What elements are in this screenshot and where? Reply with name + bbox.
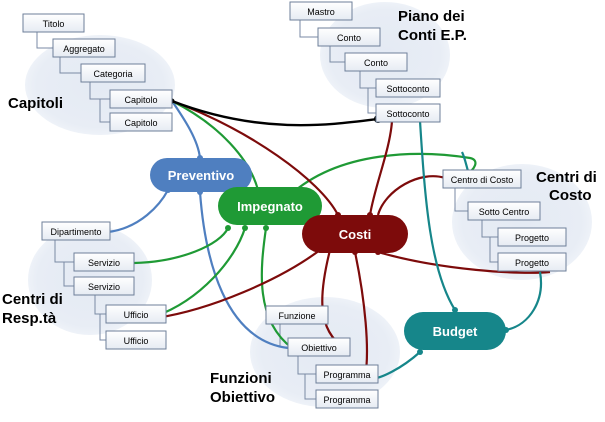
link-ufficio-costi [155,249,321,320]
centri-resp-boxes: Dipartimento Servizio Servizio Ufficio U… [41,221,167,350]
svg-text:Dipartimento: Dipartimento [50,227,101,237]
box-categoria[interactable]: Categoria [80,63,146,83]
svg-text:Ufficio: Ufficio [124,310,149,320]
title-centri-resp-1: Centri di [2,291,63,308]
title-funzioni-1: Funzioni [210,370,272,387]
svg-text:Servizio: Servizio [88,282,120,292]
box-sottoconto-2[interactable]: Sottoconto [375,103,441,123]
cloud-centri-costo [452,164,592,280]
box-servizio-2[interactable]: Servizio [73,276,135,296]
box-ufficio-1[interactable]: Ufficio [105,304,167,324]
hub-preventivo-label: Preventivo [168,168,235,183]
svg-text:Conto: Conto [337,33,361,43]
link-sottoconto-budget [418,120,456,311]
svg-text:Titolo: Titolo [43,19,65,29]
tree-connectors [36,20,498,400]
box-capitolo-1[interactable]: Capitolo [109,89,173,109]
hub-impegnato-label: Impegnato [237,199,303,214]
funzioni-boxes: Funzione Obiettivo Programma Programma [265,305,379,409]
title-funzioni-2: Obiettivo [210,389,275,406]
svg-text:Sottoconto: Sottoconto [386,109,429,119]
box-mastro[interactable]: Mastro [289,1,353,21]
link-sottoconto-costi [368,120,394,216]
link-capitolo-costi [171,99,339,216]
title-capitoli: Capitoli [8,95,63,112]
svg-text:Progetto: Progetto [515,233,549,243]
piano-conti-boxes: Mastro Conto Conto Sottoconto Sottoconto [289,1,441,123]
box-aggregato[interactable]: Aggregato [52,38,116,58]
link-dipartimento-preventivo [107,189,169,234]
hub-budget[interactable]: Budget [404,312,506,350]
box-titolo[interactable]: Titolo [22,13,85,33]
link-servizio-impegnato [133,227,229,265]
title-piano-conti-2: Conti E.P. [398,27,467,44]
cloud-capitoli [25,35,175,135]
svg-text:Conto: Conto [364,58,388,68]
link-costi-centro [376,175,446,216]
link-ufficio-impegnato [155,227,247,318]
box-progetto-2[interactable]: Progetto [497,252,567,272]
box-progetto-1[interactable]: Progetto [497,227,567,247]
centri-costo-boxes: Centro di Costo Sotto Centro Progetto Pr… [442,169,567,272]
svg-text:Funzione: Funzione [278,311,315,321]
link-impegnato-obiettivo [260,227,293,349]
svg-text:Categoria: Categoria [93,69,132,79]
link-preventivo-obiettivo [198,191,289,350]
box-conto-1[interactable]: Conto [317,27,381,47]
hub-preventivo[interactable]: Preventivo [150,158,252,192]
link-costi-progetto [377,250,551,274]
box-ufficio-2[interactable]: Ufficio [105,330,167,350]
svg-text:Centro di Costo: Centro di Costo [451,175,514,185]
svg-text:Aggregato: Aggregato [63,44,105,54]
group-titles: Capitoli Piano dei Conti E.P. Centri di … [2,8,597,406]
svg-text:Programma: Programma [323,395,370,405]
svg-text:Mastro: Mastro [307,7,335,17]
title-centri-costo-2: Costo [549,187,592,204]
link-impegnato-centro [289,152,477,196]
box-funzione[interactable]: Funzione [265,305,329,325]
box-obiettivo[interactable]: Obiettivo [287,337,351,357]
box-programma-1[interactable]: Programma [315,364,379,384]
svg-text:Programma: Programma [323,370,370,380]
svg-text:Sottoconto: Sottoconto [386,84,429,94]
svg-text:Servizio: Servizio [88,258,120,268]
box-centro-di-costo[interactable]: Centro di Costo [442,169,522,189]
svg-text:Progetto: Progetto [515,258,549,268]
title-centri-costo-1: Centri di [536,169,597,186]
link-capitolo-impegnato [171,100,260,191]
svg-text:Obiettivo: Obiettivo [301,343,337,353]
hub-impegnato[interactable]: Impegnato [218,187,322,225]
svg-text:Sotto Centro: Sotto Centro [479,207,530,217]
svg-text:Ufficio: Ufficio [124,336,149,346]
hub-costi-label: Costi [339,227,372,242]
link-capitolo-sottoconto [171,99,379,127]
box-conto-2[interactable]: Conto [344,52,408,72]
svg-text:Capitolo: Capitolo [124,95,157,105]
link-capitolo-preventivo [171,100,202,159]
box-dipartimento[interactable]: Dipartimento [41,221,111,241]
svg-text:Capitolo: Capitolo [124,118,157,128]
title-centri-resp-2: Resp.tà [2,310,57,327]
box-sotto-centro[interactable]: Sotto Centro [467,201,541,221]
box-sottoconto-1[interactable]: Sottoconto [375,78,441,98]
link-progetto-budget [505,271,543,332]
box-programma-2[interactable]: Programma [315,389,379,409]
box-servizio-1[interactable]: Servizio [73,252,135,272]
capitoli-boxes: Titolo Aggregato Categoria Capitolo Capi… [22,13,173,132]
hub-budget-label: Budget [433,324,478,339]
box-capitolo-2[interactable]: Capitolo [109,112,173,132]
hub-costi[interactable]: Costi [302,215,408,253]
title-piano-conti-1: Piano dei [398,8,465,25]
